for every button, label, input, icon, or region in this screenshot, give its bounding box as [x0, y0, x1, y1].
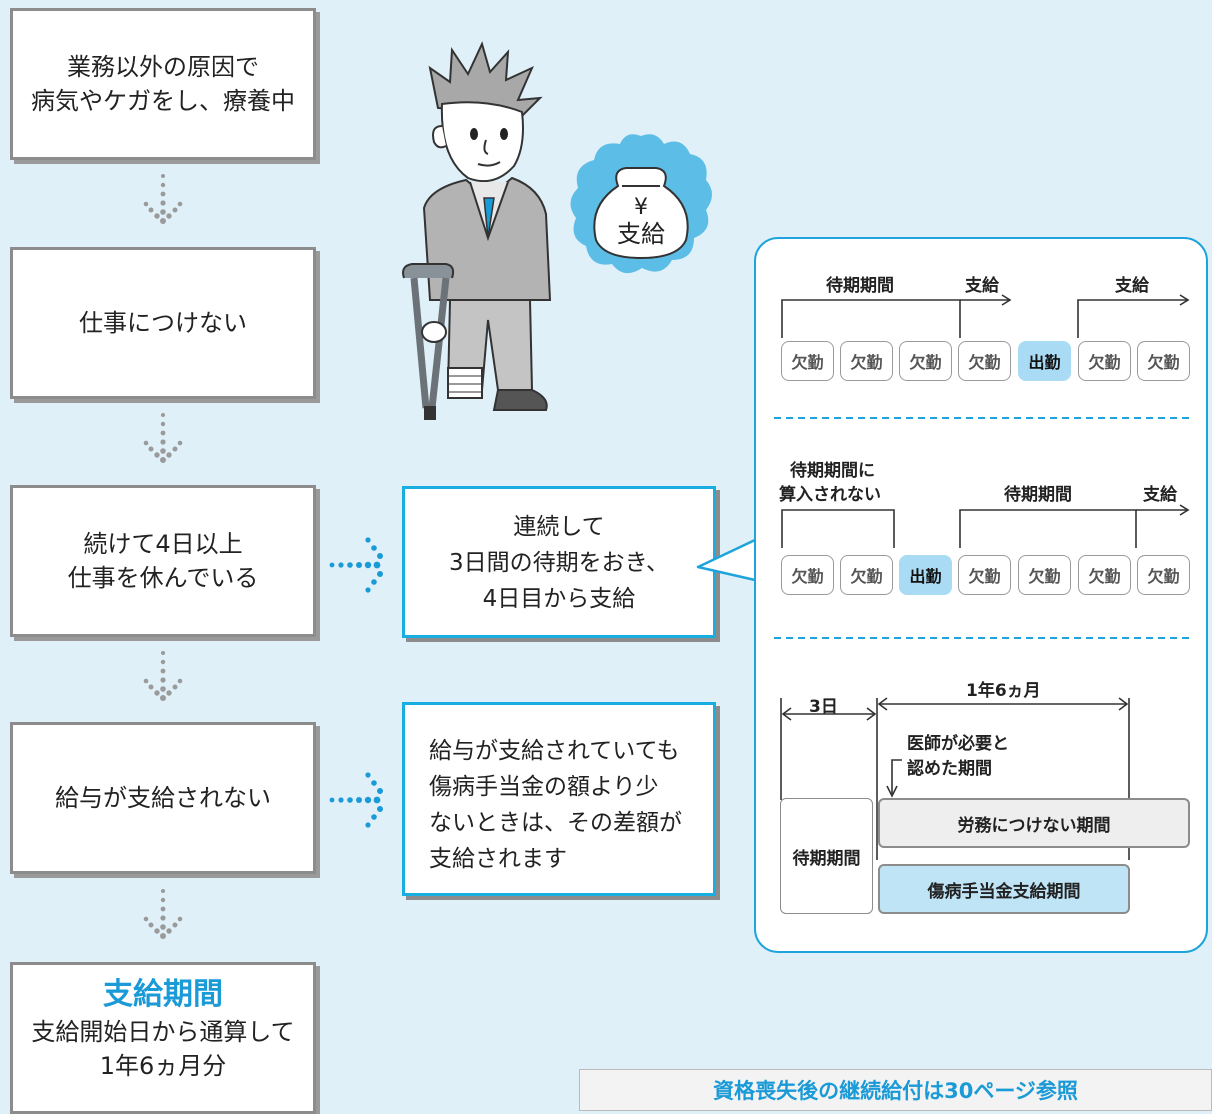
callout-pointer	[696, 538, 756, 582]
label-payment: 支給	[1143, 485, 1177, 505]
callout-salary-difference: 給与が支給されていても 傷病手当金の額より少 ないときは、その差額が 支給されま…	[402, 702, 716, 896]
day-absent: 欠勤	[1078, 341, 1131, 381]
right-arrow-icon	[329, 772, 383, 828]
money-bag-icon: ¥ 支給	[570, 134, 712, 274]
down-arrow-icon	[143, 889, 183, 939]
flow-step-four-days: 続けて4日以上 仕事を休んでいる	[10, 485, 316, 637]
day-absent: 欠勤	[1018, 555, 1071, 595]
down-arrow-icon	[143, 651, 183, 701]
day-absent: 欠勤	[781, 555, 834, 595]
day-absent: 欠勤	[899, 341, 952, 381]
waiting-period-box: 待期期間	[780, 798, 873, 914]
callout-text: 連続して	[513, 514, 605, 540]
right-arrow-icon	[329, 537, 383, 593]
label-waiting-period: 待期期間	[1004, 485, 1072, 505]
injured-man-illustration	[402, 41, 552, 420]
money-bag-text: 支給	[617, 220, 665, 248]
day-absent: 欠勤	[958, 555, 1011, 595]
day-absent: 欠勤	[840, 341, 893, 381]
money-bag-symbol: ¥	[634, 195, 648, 220]
day-present: 出勤	[899, 555, 952, 595]
divider	[774, 417, 1192, 419]
benefit-period-bar: 傷病手当金支給期間	[878, 864, 1130, 914]
label-doctor-period: 認めた期間	[907, 759, 992, 779]
flow-step-no-salary: 給与が支給されない	[10, 722, 316, 874]
flow-step-text: 給与が支給されない	[55, 784, 271, 812]
day-absent: 欠勤	[840, 555, 893, 595]
day-absent: 欠勤	[1137, 341, 1190, 381]
day-present: 出勤	[1018, 341, 1071, 381]
callout-text: 4日目から支給	[482, 586, 636, 612]
footer-note: 資格喪失後の継続給付は30ページ参照	[579, 1069, 1212, 1111]
down-arrow-icon	[143, 174, 183, 224]
label-doctor-period: 医師が必要と	[907, 734, 1009, 754]
payment-period-title: 支給期間	[103, 977, 223, 1012]
label-not-counted: 待期期間に	[790, 461, 875, 481]
label-three-days: 3日	[809, 697, 838, 717]
flow-step-text: 業務以外の原因で	[67, 53, 259, 81]
day-absent: 欠勤	[781, 341, 834, 381]
callout-text: 傷病手当金の額より少	[429, 774, 659, 800]
down-arrow-icon	[143, 413, 183, 463]
flow-step-payment-period: 支給期間 支給開始日から通算して 1年6ヵ月分	[10, 962, 316, 1114]
callout-text: 3日間の待期をおき、	[448, 550, 670, 576]
label-not-counted: 算入されない	[779, 485, 881, 505]
flow-step-text: 病気やケガをし、療養中	[31, 87, 295, 115]
day-absent: 欠勤	[1137, 555, 1190, 595]
timeline-brackets	[781, 504, 1190, 548]
divider	[774, 637, 1192, 639]
flow-step-text: 続けて4日以上	[83, 530, 243, 558]
flow-step-cause: 業務以外の原因で 病気やケガをし、療養中	[10, 8, 316, 160]
unable-to-work-bar: 労務につけない期間	[878, 798, 1190, 848]
label-payment: 支給	[1115, 276, 1149, 296]
day-absent: 欠勤	[958, 341, 1011, 381]
label-waiting-period: 待期期間	[826, 276, 894, 296]
day-absent: 欠勤	[1078, 555, 1131, 595]
callout-text: ないときは、その差額が	[429, 810, 682, 836]
callout-text: 給与が支給されていても	[429, 738, 680, 764]
flow-step-cannot-work: 仕事につけない	[10, 247, 316, 399]
flow-step-text: 1年6ヵ月分	[99, 1052, 227, 1080]
label-payment: 支給	[965, 276, 999, 296]
flow-step-text: 支給開始日から通算して	[31, 1018, 295, 1046]
label-one-year-six-months: 1年6ヵ月	[966, 681, 1041, 701]
timeline-brackets	[781, 294, 1190, 338]
callout-waiting-period: 連続して 3日間の待期をおき、 4日目から支給	[402, 486, 716, 638]
flow-step-text: 仕事につけない	[79, 309, 247, 337]
callout-text: 支給されます	[429, 846, 567, 872]
flow-step-text: 仕事を休んでいる	[67, 564, 259, 592]
